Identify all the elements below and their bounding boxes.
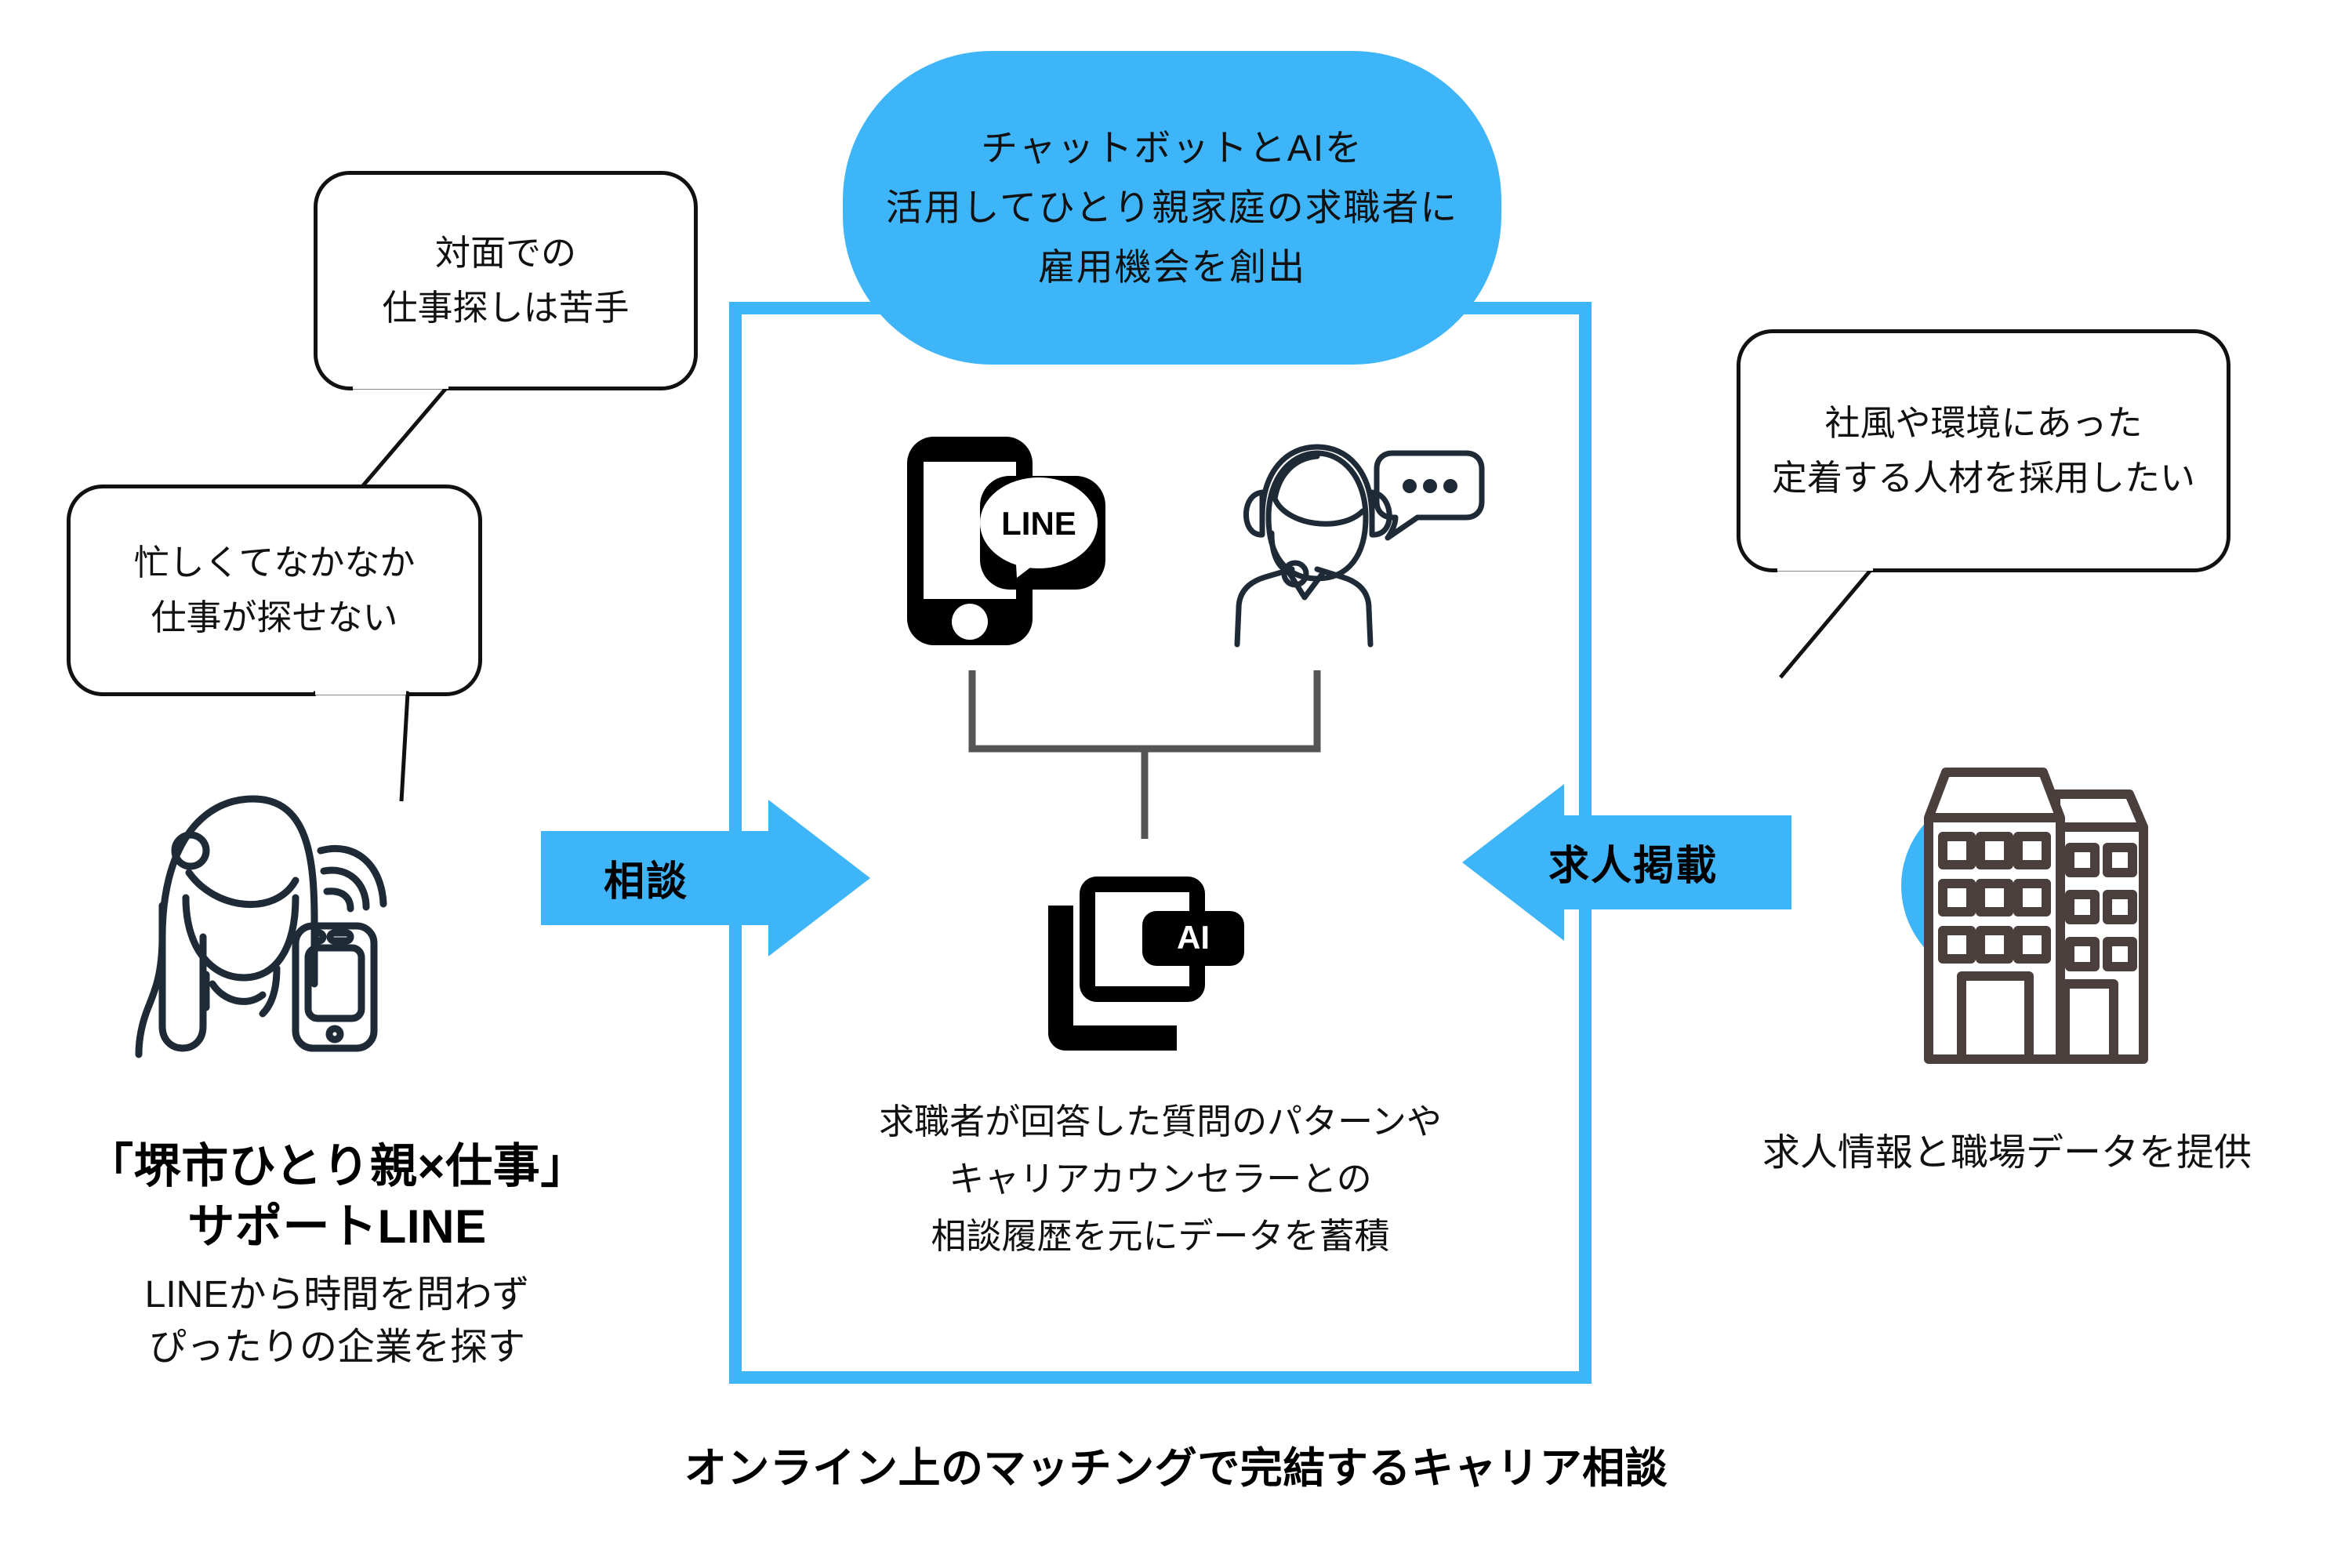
arrow-job-posting-label: 求人掲載 — [1548, 844, 1719, 889]
ai-data-icon: AI — [1031, 862, 1250, 1058]
speech-bubble-text: 忙しくてなかなか 仕事が探せない — [133, 543, 416, 637]
ai-badge-text: AI — [1177, 919, 1210, 956]
speech-bubble-text: 社風や環境にあった 定着する人材を採用したい — [1771, 403, 2195, 498]
right-column-caption: 求人情報と職場データを提供 — [1762, 1132, 2252, 1174]
diagram-title-caption: オンライン上のマッチングで完結するキャリア相談 — [684, 1445, 1668, 1492]
speech-bubble-employer-need: 社風や環境にあった 定着する人材を採用したい — [1737, 329, 2230, 572]
arrow-consultation — [541, 800, 870, 956]
left-column-subtext: LINEから時間を問わず ぴったりの企業を探す — [144, 1273, 530, 1368]
employer-building-icon — [1874, 749, 2164, 1070]
left-column-headline: 「堺市ひとり親×仕事」 サポートLINE — [86, 1140, 588, 1253]
concept-bubble-text: チャットボットとAIを 活用してひとり親家庭の求職者に 雇用機会を創出 — [885, 126, 1459, 289]
jobseeker-woman-icon — [114, 772, 404, 1062]
platform-description: 求職者が回答した質問のパターンや キャリアカウンセラーとの 相談履歴を元にデータ… — [879, 1102, 1442, 1256]
line-badge-text: LINE — [1001, 505, 1076, 542]
speech-bubble-jobseeker-concern-2: 忙しくてなかなか 仕事が探せない — [67, 485, 482, 696]
concept-bubble: チャットボットとAIを 活用してひとり親家庭の求職者に 雇用機会を創出 — [843, 51, 1501, 365]
speech-bubble-text: 対面での 仕事探しは苦手 — [382, 233, 630, 328]
speech-bubble-jobseeker-concern-1: 対面での 仕事探しは苦手 — [314, 171, 698, 390]
speech-bubble-tail-3 — [1777, 558, 1874, 679]
speech-bubble-tail-1 — [353, 376, 449, 495]
left-column-caption: 「堺市ひとり親×仕事」 サポートLINE LINEから時間を問わず ぴったりの企… — [16, 1137, 659, 1374]
connector-bracket — [929, 662, 1360, 882]
arrow-job-posting — [1462, 784, 1791, 941]
speech-bubble-tail-2 — [314, 682, 410, 802]
career-counselor-icon — [1231, 416, 1490, 651]
arrow-consultation-label: 相談 — [604, 859, 689, 905]
line-phone-icon: LINE — [898, 427, 1125, 655]
